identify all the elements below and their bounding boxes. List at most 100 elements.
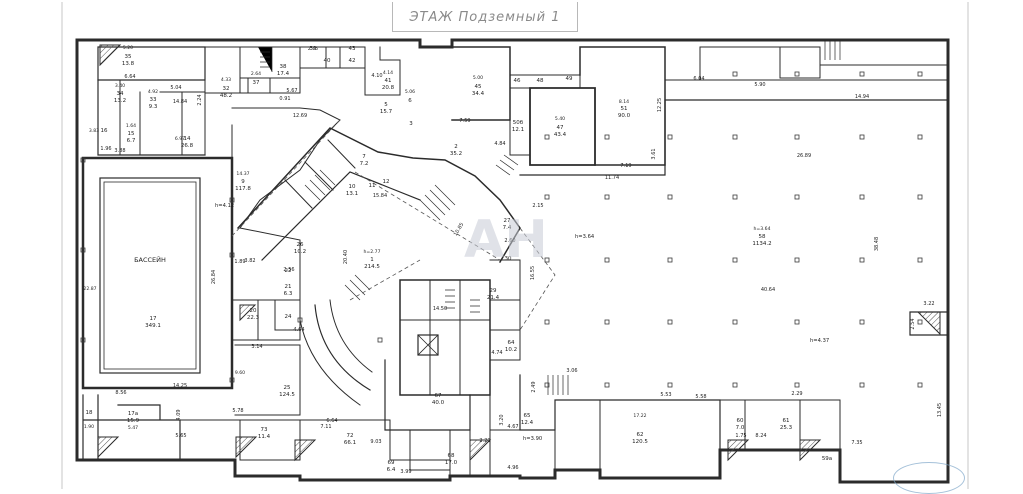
room-number: 61 bbox=[783, 418, 790, 424]
dimension-label: 12.69 bbox=[293, 113, 307, 119]
column-marker bbox=[667, 134, 673, 140]
right-height-label: h=4.37 bbox=[810, 338, 829, 344]
column-marker bbox=[917, 382, 923, 388]
dimension-label: 3.61 bbox=[651, 148, 657, 159]
dimension-label: 2.15 bbox=[532, 203, 543, 209]
room-number: 40 bbox=[324, 58, 331, 64]
dimension-label: 26.84 bbox=[211, 270, 217, 284]
room-area: 20.8 bbox=[382, 85, 395, 91]
column-marker bbox=[732, 134, 738, 140]
room-22: 22 bbox=[285, 268, 292, 274]
room-number: 42 bbox=[349, 58, 356, 64]
room-number: 72 bbox=[347, 433, 354, 439]
column-markers bbox=[80, 71, 923, 388]
room-number: 5 bbox=[384, 102, 388, 108]
column-marker bbox=[859, 71, 865, 77]
column-marker bbox=[794, 319, 800, 325]
room-33: 339.34.92 bbox=[148, 89, 158, 110]
room-15: 156.71.64 bbox=[126, 123, 136, 144]
room-number: 37 bbox=[253, 80, 260, 86]
dimension-label: 1.89 bbox=[234, 259, 245, 265]
column-marker bbox=[604, 257, 610, 263]
room-number: 7 bbox=[362, 154, 366, 160]
room-dimension: h=2.77 bbox=[364, 249, 381, 255]
column-marker bbox=[377, 337, 383, 343]
room-59а: 59а bbox=[822, 456, 832, 462]
dimension-label: 7.11 bbox=[320, 424, 331, 430]
dimension-label: 8.56 bbox=[115, 390, 126, 396]
room-area: 117.8 bbox=[235, 186, 251, 192]
room-46: 46 bbox=[514, 78, 521, 84]
room-number: 17 bbox=[150, 316, 157, 322]
column-marker bbox=[604, 319, 610, 325]
room-number: 68 bbox=[448, 453, 455, 459]
dimension-label: 2.49 bbox=[531, 381, 537, 392]
room-area: 10.2 bbox=[294, 249, 306, 255]
room-40: 40 bbox=[324, 58, 331, 64]
dimension-label: 6.04 bbox=[693, 76, 704, 82]
room-dimension: 5.00 bbox=[473, 75, 483, 81]
dimension-label: 2.29 bbox=[791, 391, 802, 397]
room-30: 30 bbox=[505, 256, 512, 262]
room-area: 349.1 bbox=[145, 323, 161, 329]
room-number: 30 bbox=[505, 256, 512, 262]
room-number: 12 bbox=[383, 179, 390, 185]
column-marker bbox=[667, 319, 673, 325]
room-21: 216.3 bbox=[284, 284, 293, 297]
dimension-label: 1.75 bbox=[735, 433, 746, 439]
room-3: 3 bbox=[409, 121, 413, 127]
room-area: 17.4 bbox=[277, 71, 290, 77]
dimension-label: 4.84 bbox=[494, 141, 505, 147]
stamp bbox=[893, 462, 965, 494]
room-area: 25.3 bbox=[780, 425, 793, 431]
room-number: 10 bbox=[349, 184, 356, 190]
room-16: 163.83 bbox=[89, 128, 108, 134]
room-number: 24 bbox=[285, 314, 292, 320]
room-number: 60 bbox=[737, 418, 744, 424]
room-dimension: 4.33 bbox=[221, 77, 231, 83]
room-number: 6 bbox=[408, 98, 412, 104]
room-number: 25 bbox=[284, 385, 291, 391]
room-dimension: 4.92 bbox=[148, 89, 158, 95]
column-marker bbox=[917, 194, 923, 200]
column-marker bbox=[544, 134, 550, 140]
column-marker bbox=[859, 319, 865, 325]
column-marker bbox=[604, 134, 610, 140]
room-dimension: 5.20 bbox=[123, 45, 133, 51]
dimension-label: 9.03 bbox=[370, 439, 381, 445]
room-42: 42 bbox=[349, 58, 356, 64]
dimension-label: 6.64 bbox=[124, 74, 135, 80]
dimension-label: 1.96 bbox=[100, 146, 111, 152]
room-number: 29 bbox=[490, 288, 497, 294]
stair-marks bbox=[258, 40, 841, 395]
room-area: 40.0 bbox=[432, 400, 445, 406]
room-number: 39 bbox=[310, 46, 317, 52]
room-number: 34 bbox=[117, 91, 124, 97]
room-number: 22 bbox=[285, 268, 292, 274]
room-dimension: 17.22 bbox=[633, 413, 646, 419]
room-dimension: 14.37 bbox=[236, 171, 249, 177]
room-11: 11 bbox=[369, 183, 376, 189]
room-area: 21.4 bbox=[487, 295, 500, 301]
room-area: 15.9 bbox=[127, 418, 140, 424]
dimension-label: 14.50 bbox=[433, 306, 447, 312]
column-marker bbox=[917, 319, 923, 325]
room-area: 10.2 bbox=[505, 347, 517, 353]
room-7: 77.2 bbox=[360, 154, 369, 167]
room-dimension: 5.47 bbox=[128, 425, 138, 431]
dimension-label: 4.64 bbox=[293, 327, 304, 333]
room-area: 35.2 bbox=[450, 151, 462, 157]
